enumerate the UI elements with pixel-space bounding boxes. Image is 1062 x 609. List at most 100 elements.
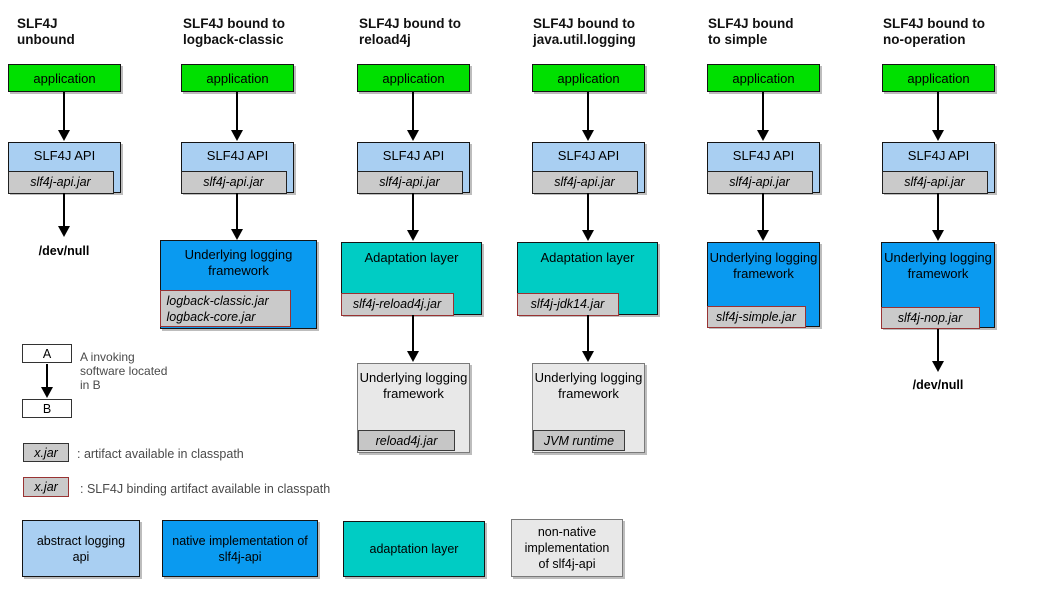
header-line: SLF4J bound to [183, 16, 285, 31]
application-label: application [382, 70, 445, 86]
category-native-implementation: native implementation of slf4j-api [162, 520, 318, 577]
header-line: SLF4J bound to [883, 16, 985, 31]
arrow-down [581, 193, 595, 241]
header-line: SLF4J [17, 16, 58, 31]
underlying-framework-box: Underlying logging framework logback-cla… [159, 240, 317, 329]
application-box: application [532, 64, 645, 92]
category-abstract-logging-api: abstract logging api [22, 520, 140, 577]
adaptation-layer-box: Adaptation layer slf4j-reload4j.jar [340, 242, 482, 316]
header-line: SLF4J bound to [533, 16, 635, 31]
slf4j-api-label: SLF4J API [382, 148, 445, 163]
arrow-down [931, 92, 945, 141]
slf4j-api-jar-box: slf4j-api.jar [180, 170, 287, 194]
slf4j-api-jar-box: slf4j-api.jar [881, 170, 988, 194]
jar-label: reload4j.jar [375, 433, 438, 448]
jar-label: slf4j-nop.jar [897, 310, 963, 325]
jar-label: x.jar [34, 480, 58, 494]
arrow-down [230, 193, 244, 240]
jar-label: slf4j-simple.jar [716, 309, 796, 324]
application-label: application [206, 70, 269, 86]
slf4j-api-label: SLF4J API [206, 148, 269, 163]
jar-label: slf4j-api.jar [379, 175, 440, 189]
header-line: logback-classic [183, 32, 284, 47]
arrow-down [57, 193, 71, 237]
legend-jar-binding-box: x.jar [23, 477, 69, 497]
application-box: application [8, 64, 121, 92]
slf4j-api-box: SLF4J API slf4j-api.jar [180, 142, 294, 194]
devnull-label: /dev/null [38, 244, 90, 258]
arrow-down [406, 193, 420, 241]
jar-label: slf4j-jdk14.jar [530, 297, 605, 311]
arrow-down [756, 193, 770, 241]
slf4j-api-box: SLF4J API slf4j-api.jar [531, 142, 645, 194]
jar-label: logback-classic.jar [166, 293, 269, 308]
application-box: application [181, 64, 294, 92]
header-line: no-operation [883, 32, 966, 47]
binding-jar-box: slf4j-nop.jar [880, 306, 980, 329]
underlying-framework-box: Underlying logging framework slf4j-nop.j… [880, 242, 995, 329]
framework-jar-box: reload4j.jar [358, 430, 455, 451]
jar-label: slf4j-api.jar [904, 175, 965, 189]
arrow-down [57, 92, 71, 141]
jar-label: slf4j-api.jar [30, 175, 91, 189]
framework-label: Underlying logging framework [709, 250, 818, 281]
slf4j-api-box: SLF4J API slf4j-api.jar [706, 142, 820, 194]
arrow-down [406, 92, 420, 141]
legend-jar-plain-text: : artifact available in classpath [77, 447, 244, 461]
legend-b-label: B [42, 401, 52, 416]
devnull-label: /dev/null [912, 378, 964, 392]
jar-label: logback-core.jar [166, 309, 256, 324]
slf4j-api-label: SLF4J API [907, 148, 970, 163]
header-line: SLF4J bound [708, 16, 794, 31]
underlying-framework-box: Underlying logging framework reload4j.ja… [357, 363, 470, 453]
slf4j-api-box: SLF4J API slf4j-api.jar [7, 142, 121, 194]
legend-invoke-text: A invoking software located in B [80, 350, 167, 392]
underlying-framework-box: Underlying logging framework JVM runtime [532, 363, 645, 453]
slf4j-api-jar-box: slf4j-api.jar [356, 170, 463, 194]
category-label: native implementation of slf4j-api [172, 533, 308, 564]
slf4j-api-label: SLF4J API [557, 148, 620, 163]
category-label: abstract logging api [36, 533, 126, 564]
arrow-down [581, 315, 595, 362]
legend-jar-plain-box: x.jar [23, 443, 69, 462]
application-label: application [907, 70, 970, 86]
adaptation-layer-box: Adaptation layer slf4j-jdk14.jar [516, 242, 658, 316]
legend-invoke-line: software located [80, 364, 168, 378]
underlying-framework-box: Underlying logging framework slf4j-simpl… [706, 242, 820, 328]
jar-label: JVM runtime [543, 433, 615, 448]
legend-invoke-line: in B [80, 378, 101, 392]
category-label: adaptation layer [369, 542, 459, 556]
slf4j-api-label: SLF4J API [33, 148, 96, 163]
jar-label: slf4j-api.jar [554, 175, 615, 189]
framework-label: Underlying logging framework [884, 250, 992, 281]
arrow-down [581, 92, 595, 141]
header-line: reload4j [359, 32, 411, 47]
adaptation-label: Adaptation layer [364, 250, 459, 265]
header-line: to simple [708, 32, 768, 47]
arrow-down [406, 315, 420, 362]
slf4j-api-box: SLF4J API slf4j-api.jar [881, 142, 995, 194]
arrow-down [230, 92, 244, 141]
slf4j-api-label: SLF4J API [732, 148, 795, 163]
arrow-down [756, 92, 770, 141]
application-label: application [557, 70, 620, 86]
application-label: application [732, 70, 795, 86]
header-line: SLF4J bound to [359, 16, 461, 31]
jar-label: x.jar [34, 445, 58, 460]
binding-jar-box: slf4j-jdk14.jar [516, 292, 619, 316]
binding-jar-box: slf4j-simple.jar [706, 305, 806, 328]
category-label: non-native implementation of slf4j-api [524, 525, 610, 571]
legend-jar-binding-text: : SLF4J binding artifact available in cl… [80, 482, 331, 496]
header-line: unbound [17, 32, 75, 47]
framework-label: Underlying logging framework [359, 370, 468, 401]
application-box: application [707, 64, 820, 92]
framework-jar-box: JVM runtime [533, 430, 625, 451]
jar-label: slf4j-api.jar [203, 175, 264, 189]
